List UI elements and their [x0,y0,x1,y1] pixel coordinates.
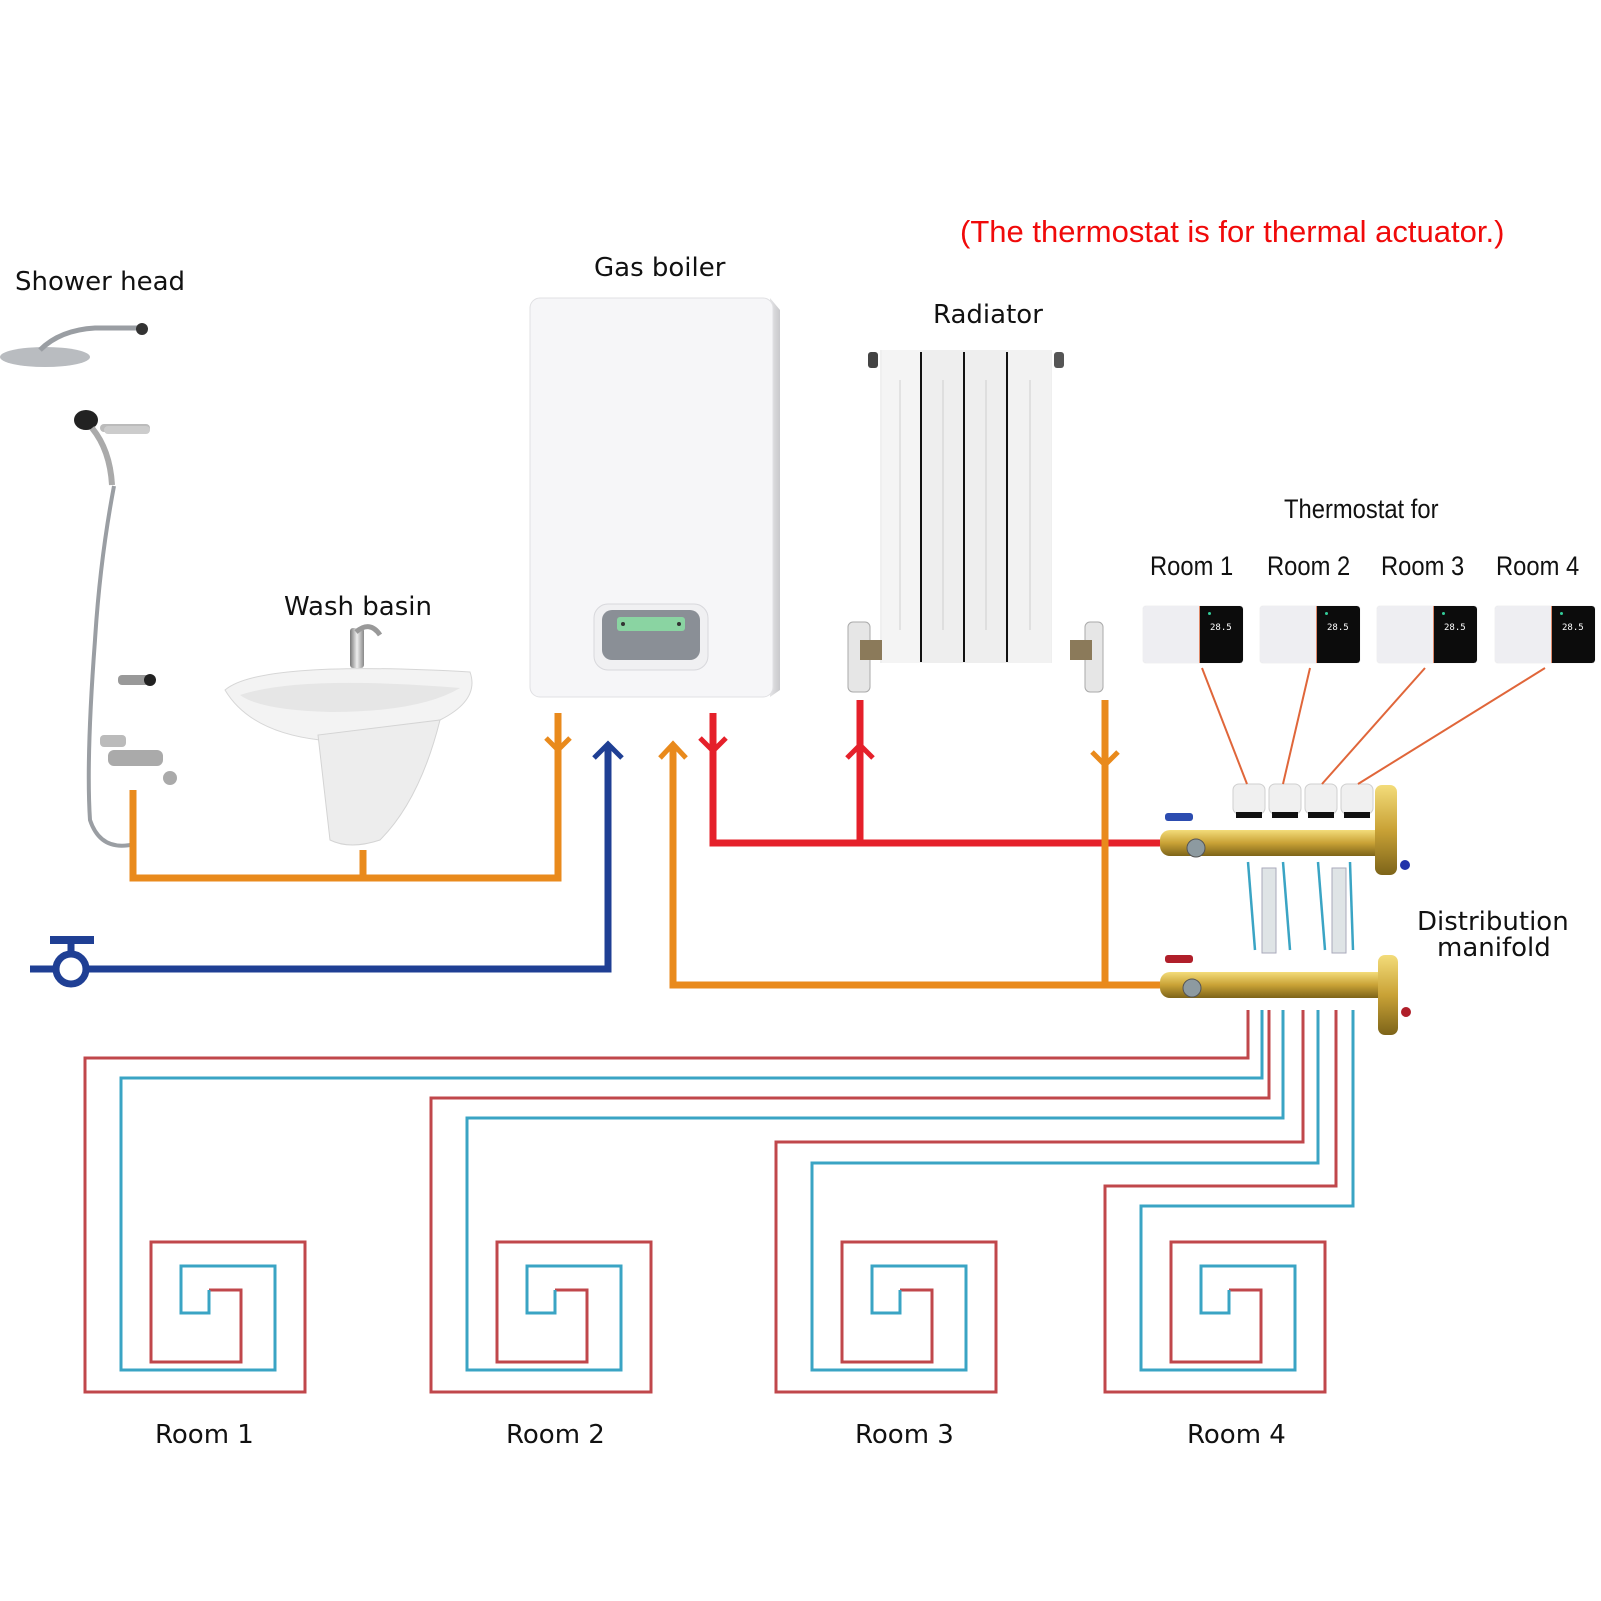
thermostat-status-icon [1325,612,1328,615]
distribution-manifold-label-2: manifold [1437,933,1551,963]
boiler-display [617,617,685,631]
floor-loop-supply-room-4 [1103,1010,1338,1394]
thermostat-room-label-1: Room 1 [1150,551,1234,581]
room-label-1: Room 1 [155,1420,254,1450]
cold-water-pipe [30,740,624,973]
thermostat-status-icon [1560,612,1563,615]
radiator-icon [847,350,1104,693]
room-label-3: Room 3 [855,1420,954,1450]
thermostat-wires [1201,667,1546,785]
room-label-2: Room 2 [506,1420,605,1450]
cold-water-inlet-valve-icon [50,936,94,988]
floor-loop-supply-room-2 [429,1010,1271,1394]
thermostat-status-icon [1208,612,1211,615]
thermostat-device-1[interactable]: 28.5 [1143,606,1243,663]
thermostat-temp-readout: 28.5 [1327,623,1349,633]
thermostat-screen: 28.5 [1433,606,1477,663]
thermostat-device-2[interactable]: 28.5 [1260,606,1360,663]
distribution-manifold-label-1: Distribution [1417,907,1569,937]
thermostat-temp-readout: 28.5 [1444,623,1466,633]
thermostat-device-4[interactable]: 28.5 [1495,606,1595,663]
floor-loop-return-room-3 [810,1010,1320,1372]
floor-loop-return-room-1 [119,1010,1264,1372]
thermostat-note: (The thermostat is for thermal actuator.… [960,214,1505,249]
heating-supply-pipe [698,700,1160,847]
thermostat-room-label-3: Room 3 [1381,551,1465,581]
thermostat-room-label-2: Room 2 [1267,551,1351,581]
shower-icon [0,323,177,848]
radiator-label: Radiator [933,300,1043,330]
thermostat-status-icon [1442,612,1445,615]
thermostat-room-label-4: Room 4 [1496,551,1580,581]
room-label-4: Room 4 [1187,1420,1286,1450]
shower-head-label: Shower head [15,267,186,297]
thermostat-for-label: Thermostat for [1284,494,1439,524]
gas-boiler-icon [529,297,780,698]
wash-basin-label: Wash basin [284,592,432,622]
floor-loop-supply-room-3 [774,1010,1305,1394]
hot-water-pipe [129,713,572,882]
floor-heating-loops [83,1010,1355,1394]
floor-loop-return-room-2 [465,1010,1285,1372]
thermostat-screen: 28.5 [1199,606,1243,663]
thermostat-screen: 28.5 [1316,606,1360,663]
gas-boiler-label: Gas boiler [594,253,726,283]
thermostat-temp-readout: 28.5 [1210,623,1232,633]
thermostat-temp-readout: 28.5 [1562,623,1584,633]
wash-basin-icon [224,624,473,846]
thermostat-screen: 28.5 [1551,606,1595,663]
floor-loop-return-room-4 [1139,1010,1355,1372]
floor-loop-supply-room-1 [83,1010,1250,1394]
distribution-manifold-icon [1160,783,1411,1035]
heating-return-pipe [658,700,1165,989]
thermostat-device-3[interactable]: 28.5 [1377,606,1477,663]
